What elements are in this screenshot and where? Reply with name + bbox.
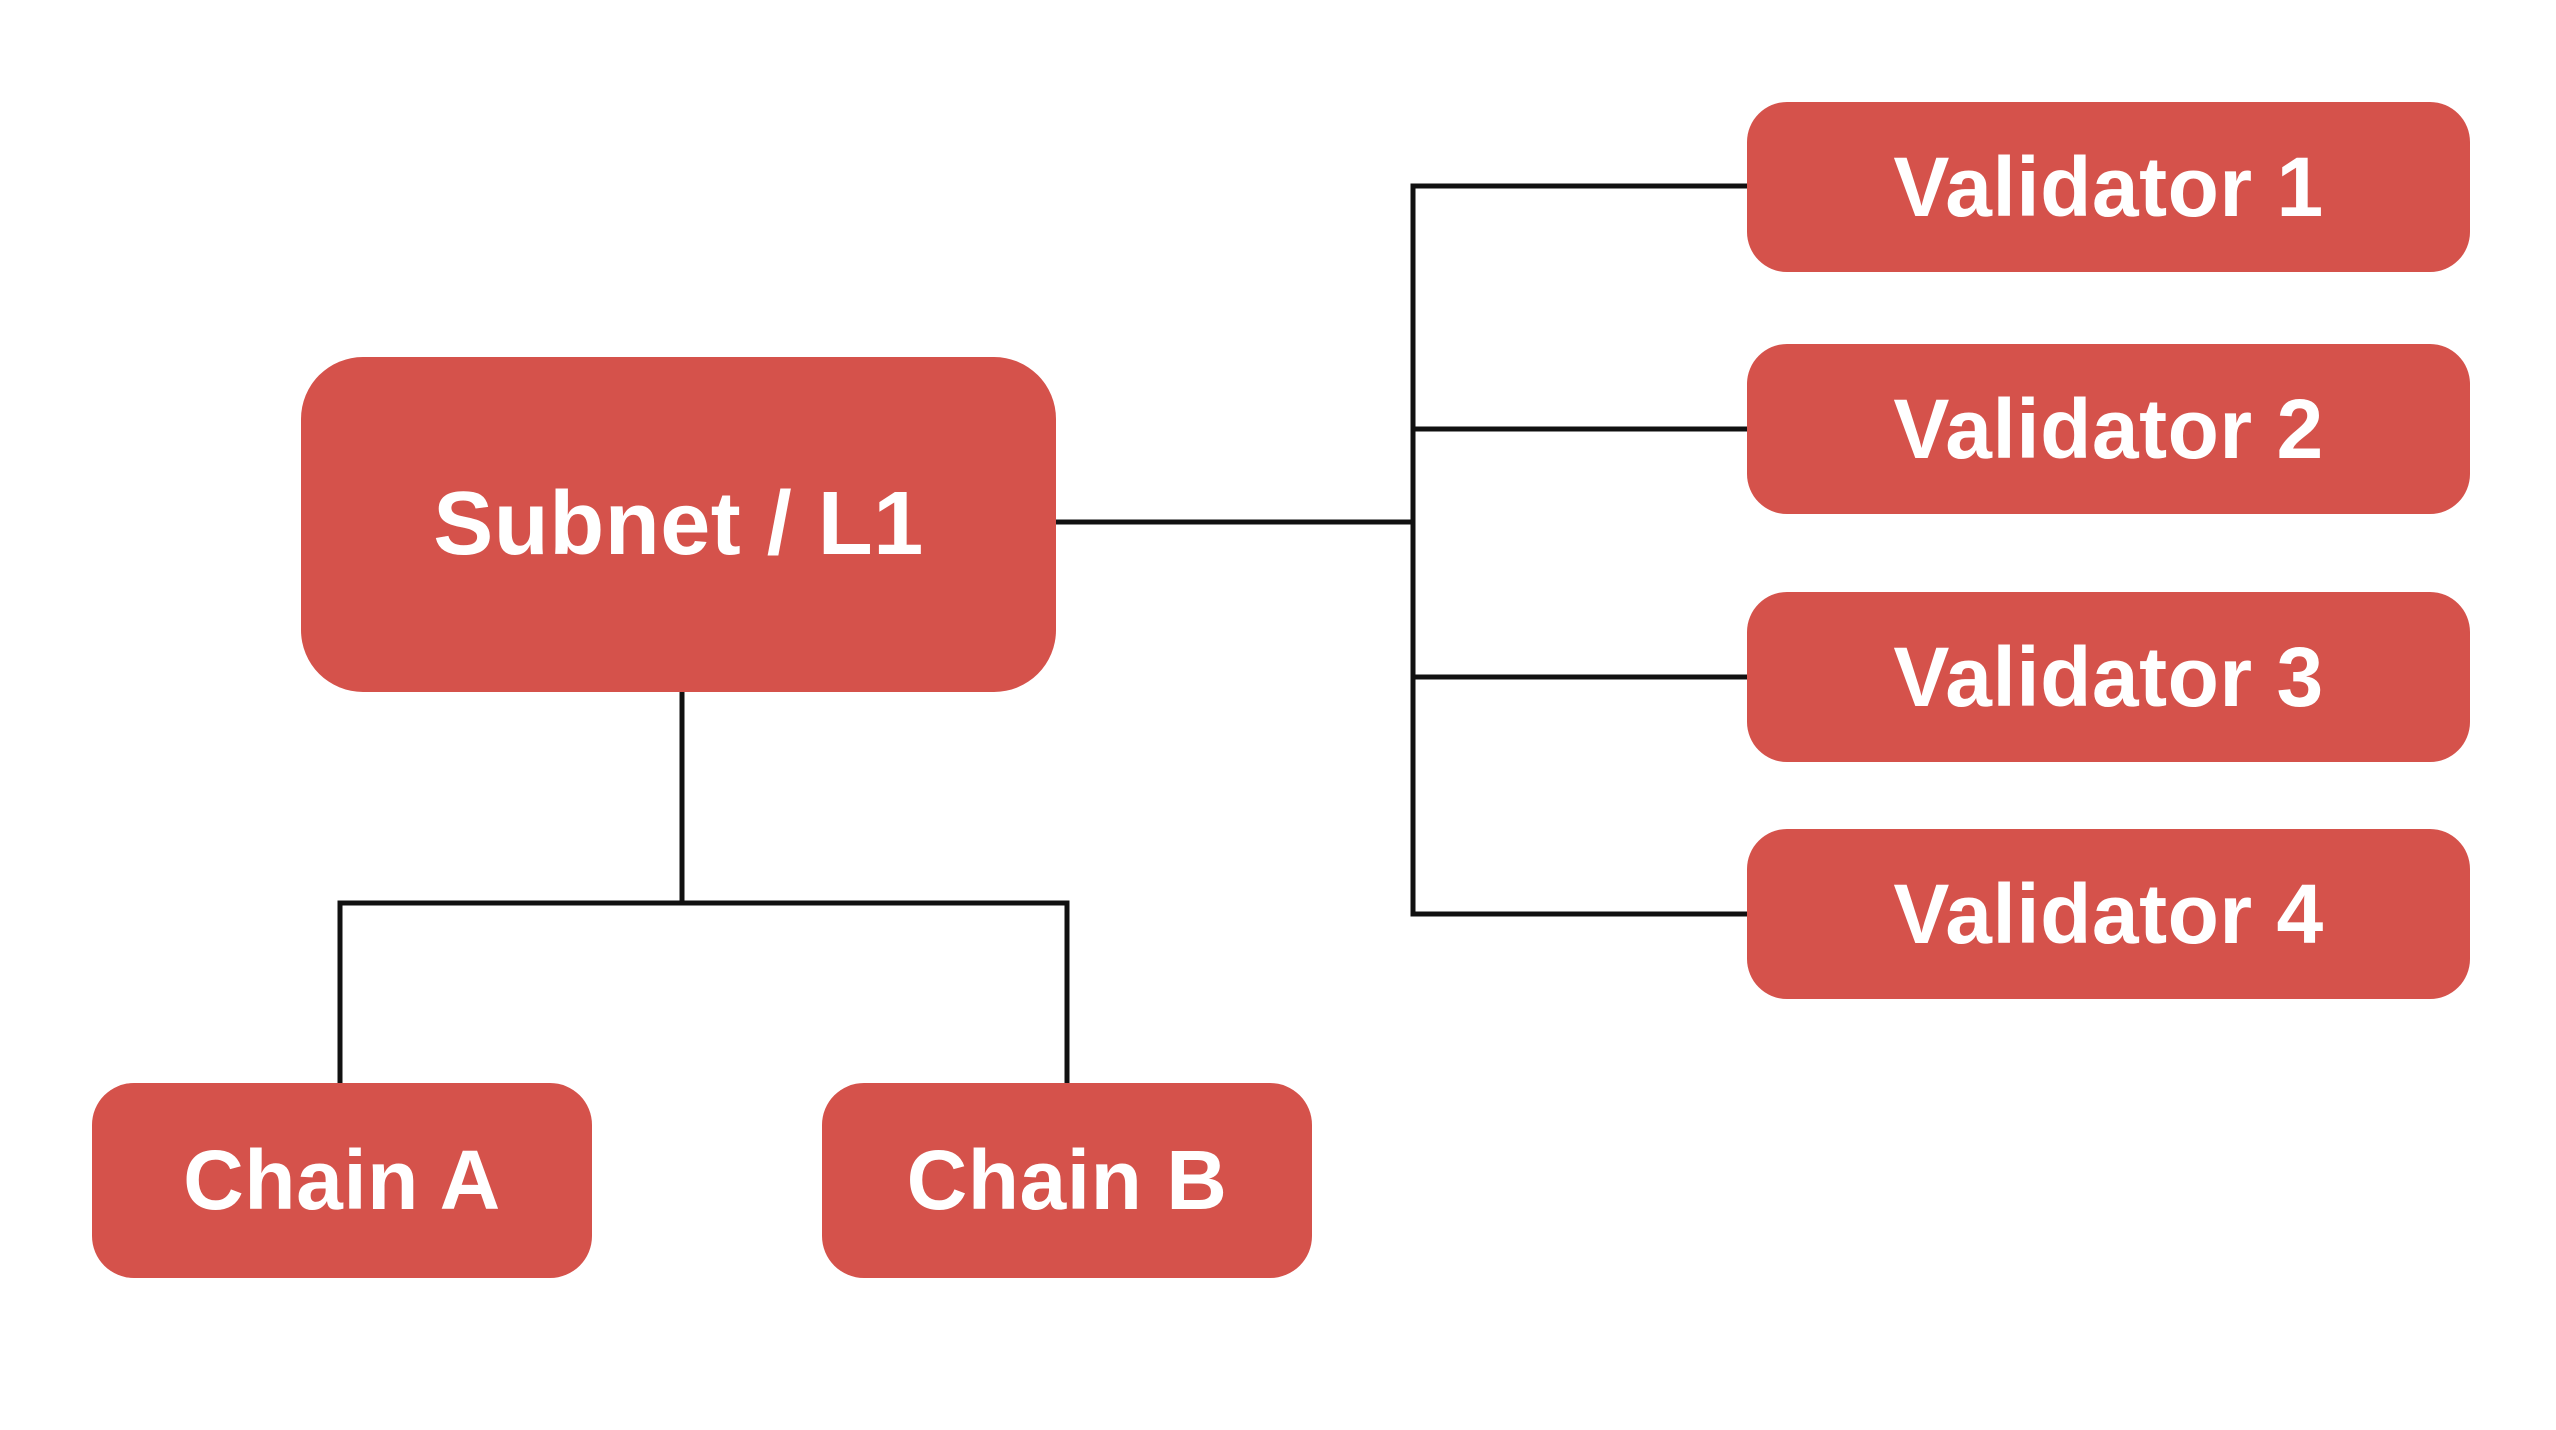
- chain-b-node: Chain B: [822, 1083, 1312, 1278]
- validator-1-node: Validator 1: [1747, 102, 2470, 272]
- chain-a-node: Chain A: [92, 1083, 592, 1278]
- chain-b-label: Chain B: [906, 1133, 1228, 1227]
- validator-2-node: Validator 2: [1747, 344, 2470, 514]
- validator-3-label: Validator 3: [1893, 629, 2324, 724]
- chain-a-label: Chain A: [183, 1133, 501, 1227]
- validator-1-label: Validator 1: [1893, 139, 2324, 234]
- validator-2-label: Validator 2: [1893, 381, 2324, 476]
- validator-4-label: Validator 4: [1893, 866, 2324, 961]
- subnet-l1-node: Subnet / L1: [301, 357, 1056, 692]
- subnet-l1-label: Subnet / L1: [433, 474, 924, 574]
- validator-3-node: Validator 3: [1747, 592, 2470, 762]
- validator-4-node: Validator 4: [1747, 829, 2470, 999]
